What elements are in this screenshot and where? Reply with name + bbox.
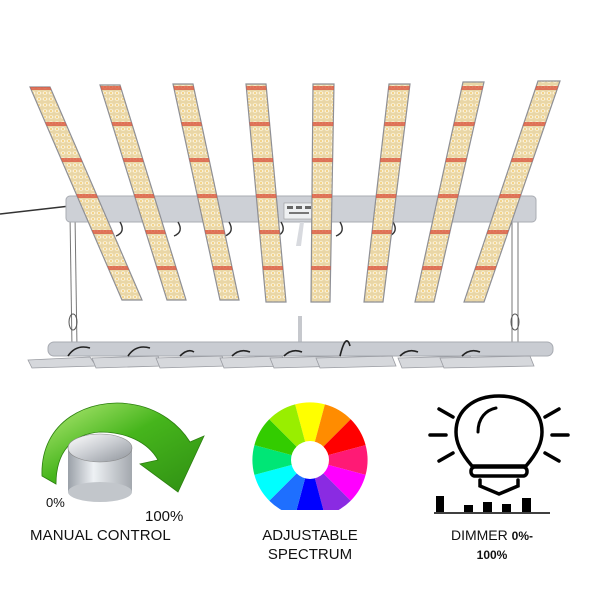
led-bars: [29, 80, 561, 303]
grow-light-illustration: [0, 80, 561, 369]
dimmer-knob-arrow-icon: [41, 402, 205, 502]
dimmer-range-start: 0%-: [511, 529, 533, 543]
spectrum-feature: ADJUSTABLE SPECTRUM: [230, 380, 390, 570]
manual-control-title: MANUAL CONTROL: [30, 527, 171, 544]
knob-min-label: 0%: [46, 495, 65, 510]
knob-max-label: 100%: [145, 508, 184, 525]
spectrum-title: ADJUSTABLE SPECTRUM: [252, 526, 368, 564]
spectrum-title-line2: SPECTRUM: [267, 546, 353, 563]
color-wheel-icon: [252, 402, 368, 510]
dimmer-range-end: 100%: [476, 548, 508, 562]
manual-control-feature: 0% 100% MANUAL CONTROL: [0, 380, 220, 550]
dimmer-level-bars: [436, 496, 531, 512]
light-bulb-icon: [428, 394, 570, 514]
dimmer-title-text: DIMMER: [450, 527, 508, 543]
grow-light-fixture: [0, 80, 561, 369]
spectrum-title-line1: ADJUSTABLE: [262, 527, 358, 544]
dimmer-feature: DIMMER 0%- 100%: [410, 380, 590, 570]
dimmer-title: DIMMER 0%- 100%: [432, 526, 552, 564]
